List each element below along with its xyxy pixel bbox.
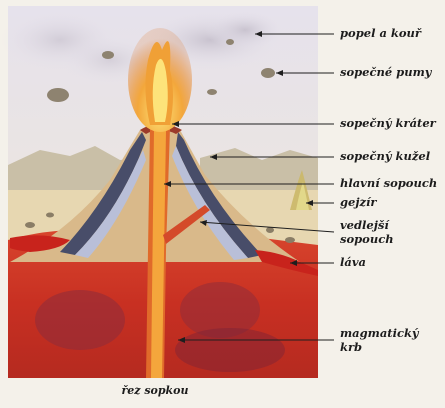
label-lava: láva (340, 256, 366, 269)
label-main-vent: hlavní sopouch (340, 177, 437, 190)
illustration (0, 6, 318, 378)
label-crater: sopečný kráter (340, 117, 436, 130)
label-side-vent-line1: vedlejší (340, 219, 389, 232)
label-magma-chamber-line1: magmatický (340, 327, 419, 340)
diagram-caption: řez sopkou (0, 384, 310, 397)
label-magma-chamber-line2: krb (340, 341, 362, 354)
label-cone: sopečný kužel (340, 150, 430, 163)
label-ash-smoke: popel a kouř (340, 27, 421, 40)
label-geyser: gejzír (340, 196, 376, 209)
eruption-plume (128, 28, 192, 132)
label-side-vent-line2: sopouch (340, 233, 394, 246)
label-volcanic-bombs: sopečné pumy (340, 66, 431, 79)
